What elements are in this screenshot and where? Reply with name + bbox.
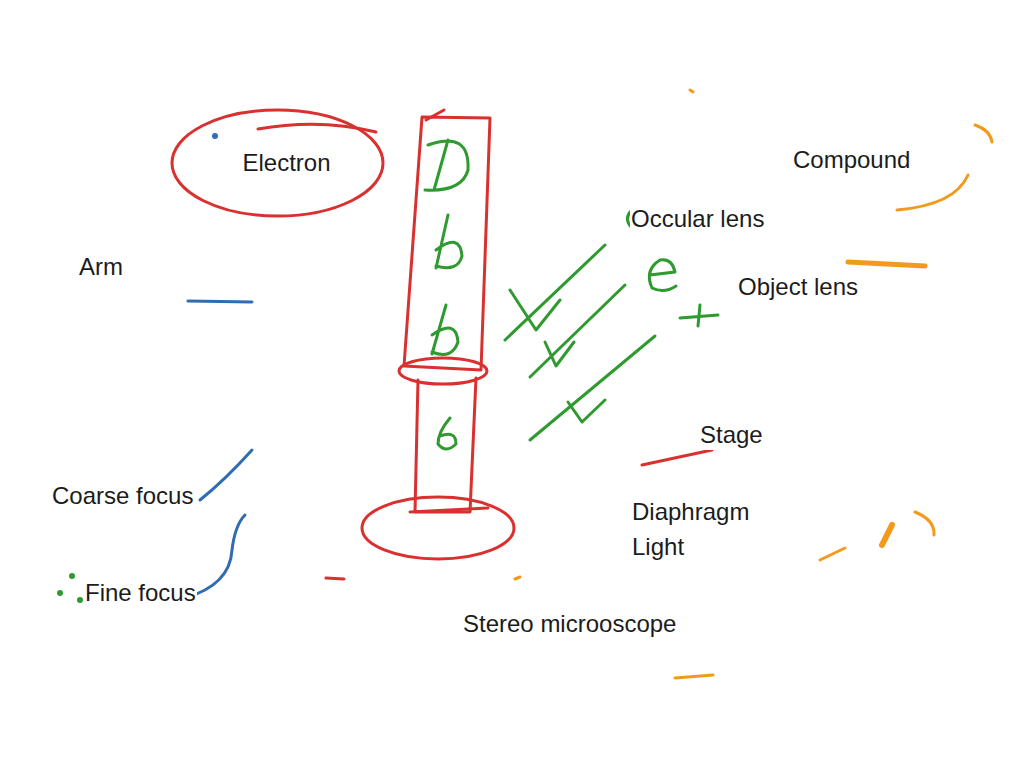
part-label: Coarse focus [51,481,194,511]
part-label: Stage [699,420,764,450]
blue-strokes [185,135,252,599]
circled-label: Electron [170,108,385,218]
green-scribbles [59,140,719,602]
ellipse-outline [172,110,383,216]
node-text: Electron [224,148,330,178]
part-label: Object lens [737,272,859,302]
part-label: Compound [792,145,911,175]
part-label: Occular lens [630,204,765,234]
orange-strokes [515,90,992,678]
part-label: Diaphragm [631,497,750,527]
part-label: Fine focus [84,578,197,608]
part-label: Light [631,532,685,562]
part-label: Arm [78,252,124,282]
part-label: Stereo microoscope [462,609,677,639]
